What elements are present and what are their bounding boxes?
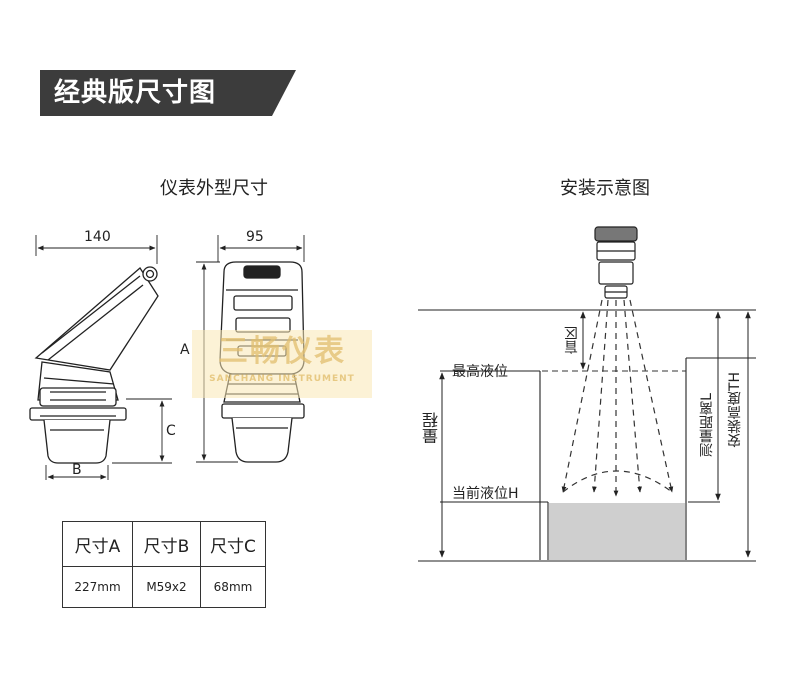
table-header-cell: 尺寸C — [200, 521, 266, 567]
watermark-main: 三畅仪表 — [218, 334, 346, 369]
install-section-title: 安装示意图 — [560, 178, 650, 199]
install-diagram — [418, 226, 756, 562]
front-width-label: 95 — [246, 229, 264, 245]
dimensions-section-title: 仪表外型尺寸 — [160, 178, 268, 199]
install-height-label: 安装高度TH — [727, 372, 743, 448]
table-cell: M59x2 — [132, 566, 201, 608]
table-cell: 227mm — [62, 566, 133, 608]
banner-background — [40, 70, 296, 116]
table-cell: 68mm — [200, 566, 266, 608]
range-label: 量程 — [422, 412, 441, 444]
sensor-icon — [594, 226, 638, 299]
side-width-label: 140 — [84, 229, 111, 245]
max-level-label: 最高液位 — [452, 364, 508, 380]
section-banner: 经典版尺寸图 — [40, 70, 296, 116]
dimension-table: 尺寸A 尺寸B 尺寸C 227mm M59x2 68mm — [62, 521, 266, 608]
watermark: 三畅仪表 SANCHANG INSTRUMENT — [192, 330, 372, 398]
table-row: 227mm M59x2 68mm — [62, 566, 266, 608]
table-header-cell: 尺寸B — [132, 521, 201, 567]
banner-title: 经典版尺寸图 — [54, 78, 217, 108]
blind-zone-label: 盲区 — [564, 326, 580, 354]
side-view-drawing — [29, 235, 172, 480]
dim-b-label: B — [72, 462, 82, 478]
measured-distance-label: 测量距离L — [699, 393, 715, 457]
dim-c-label: C — [166, 423, 176, 439]
dim-a-label: A — [180, 342, 190, 358]
current-level-label: 当前液位H — [452, 486, 519, 502]
watermark-sub: SANCHANG INSTRUMENT — [209, 374, 355, 384]
liquid-fill — [549, 503, 685, 560]
table-header-cell: 尺寸A — [62, 521, 133, 567]
table-header-row: 尺寸A 尺寸B 尺寸C — [62, 521, 266, 567]
